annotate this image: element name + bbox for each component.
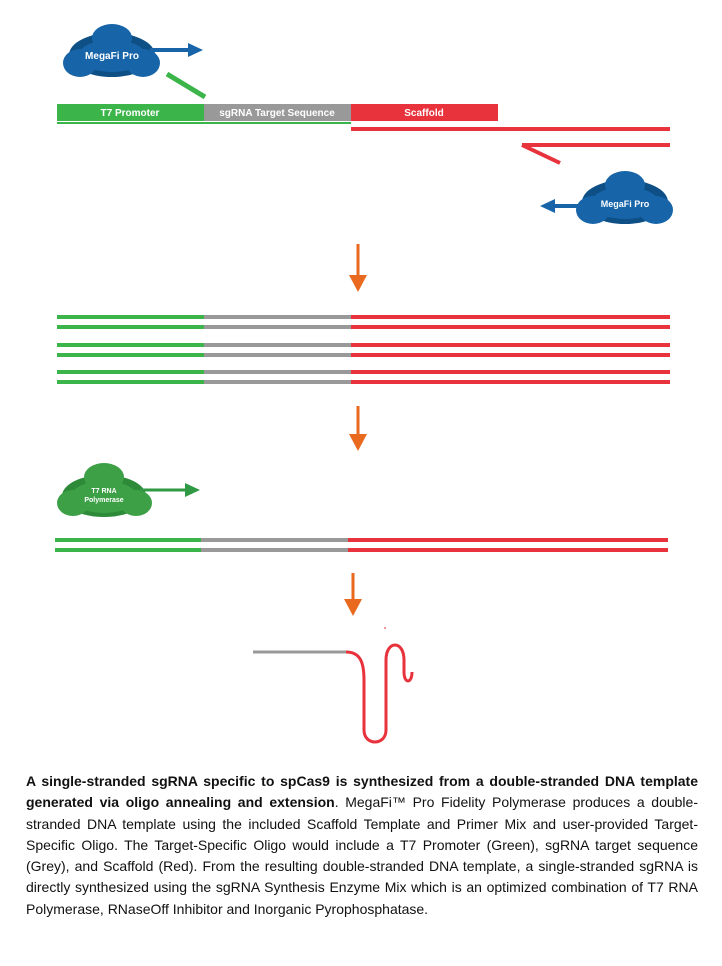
ds-template-1 [57,315,670,329]
sgrna-target-label: sgRNA Target Sequence [219,108,335,119]
t7-promoter-segment [57,104,204,121]
left-arrow-icon [540,199,587,213]
t7-polymerase-label-2: Polymerase [84,497,123,504]
megafi-pro-enzyme-icon [63,24,160,77]
caption-body: . MegaFi™ Pro Fidelity Polymerase produc… [26,794,698,917]
scaffold-label: Scaffold [404,108,443,119]
right-arrow-icon [140,483,200,497]
sgrna-target-segment [204,104,351,121]
figure-caption: A single-stranded sgRNA specific to spCa… [26,771,698,920]
scaffold-segment [351,104,498,121]
sgrna-scaffold-hairpin [345,643,414,744]
t7-rna-polymerase: T7 RNA Polymerase [57,463,200,517]
megafi-pro-enzyme-bottom: MegaFi Pro [540,171,673,224]
down-arrow-icon [349,406,367,451]
t7-polymerase-label-1: T7 RNA [91,488,116,495]
megafi-pro-enzyme-icon [576,171,673,224]
down-arrow-icon [349,244,367,292]
t7-rna-polymerase-icon [57,463,152,517]
ds-template-copies [57,315,670,384]
workflow-diagram: MegaFi Pro T7 Promoter sgRNA Target Sequ… [55,24,673,744]
ds-template-3 [57,370,670,384]
primer-tail-green [165,71,207,100]
primer-tail-red [521,143,561,165]
sgrna-product [253,627,414,744]
right-arrow-icon [150,43,203,57]
ds-template-2 [57,343,670,357]
transcription-template [55,538,668,552]
caption-bold: A single-stranded sgRNA specific to spCa… [26,773,698,811]
megafi-pro-label: MegaFi Pro [85,51,139,62]
megafi-pro-enzyme-top: MegaFi Pro [63,24,203,77]
t7-promoter-label: T7 Promoter [101,108,160,119]
down-arrow-icon [344,573,362,616]
megafi-pro-label-bottom: MegaFi Pro [601,199,650,209]
